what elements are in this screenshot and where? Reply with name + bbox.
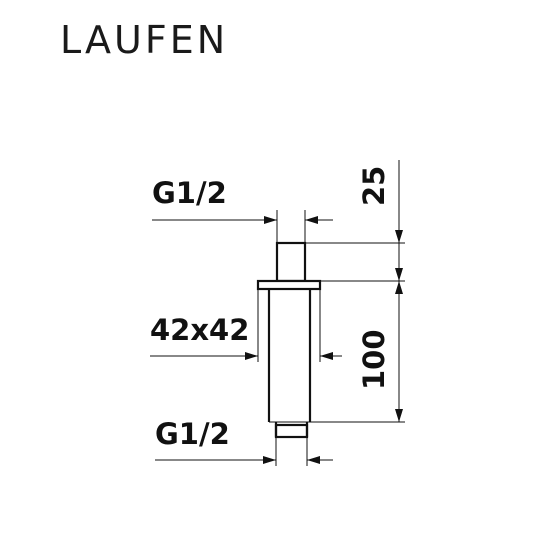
flange — [256, 279, 322, 291]
laufen-logo: LAUFEN — [60, 18, 228, 62]
dim-height-top-label: 25 — [357, 166, 391, 206]
dim-flange-label: 42x42 — [150, 313, 249, 347]
arrowhead — [395, 281, 403, 294]
dim-thread-bottom-label: G1/2 — [155, 417, 230, 451]
dim-flange: 42x42 — [150, 289, 342, 362]
arrowhead — [263, 456, 276, 464]
arrowhead — [305, 216, 318, 224]
dim-height-total-label: 100 — [357, 329, 391, 390]
dim-thread-top-label: G1/2 — [152, 176, 227, 210]
arrowhead — [395, 409, 403, 422]
dim-vertical: 25 100 — [305, 160, 405, 423]
arrowhead — [395, 230, 403, 243]
arrowhead — [395, 268, 403, 281]
logo-wordmark: LAUFEN — [60, 18, 228, 62]
arrowhead — [264, 216, 277, 224]
dim-thread-top: G1/2 — [152, 176, 333, 242]
dim-thread-bottom: G1/2 — [155, 417, 333, 466]
bottom-thread — [274, 423, 309, 439]
shower-arm-outline — [256, 241, 322, 439]
arrowhead — [245, 352, 258, 360]
arrowhead — [307, 456, 320, 464]
top-thread — [275, 241, 307, 283]
arrowhead — [320, 352, 333, 360]
